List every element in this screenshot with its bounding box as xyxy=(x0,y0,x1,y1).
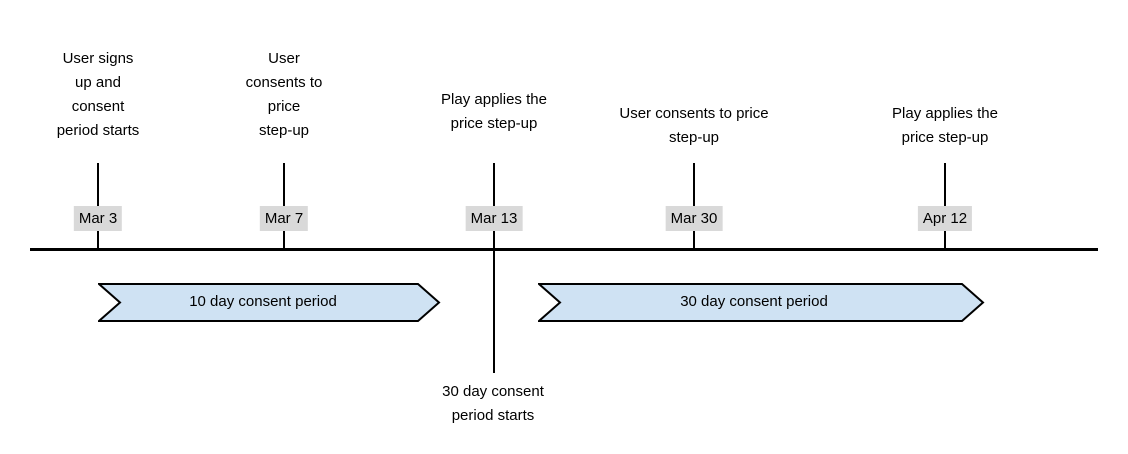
event-date-badge: Mar 30 xyxy=(665,206,723,231)
consent-period-arrow-shape xyxy=(538,283,985,322)
consent-start-note: 30 day consent period starts xyxy=(442,383,544,424)
event-tick-line-extended xyxy=(493,163,495,373)
event-date-badge: Mar 7 xyxy=(259,206,309,231)
event-date-badge: Mar 13 xyxy=(465,206,523,231)
event-label: User signs up and consent period starts xyxy=(56,50,140,139)
event-label: Play applies the price step-up xyxy=(441,91,547,132)
consent-period-label: 30 day consent period xyxy=(680,293,828,310)
event-label: Play applies the price step-up xyxy=(892,105,998,146)
consent-period-arrow-shape xyxy=(98,283,441,322)
event-date-badge: Mar 3 xyxy=(73,206,123,231)
event-date-badge: Apr 12 xyxy=(917,206,973,231)
event-label: User consents to price step-up xyxy=(619,105,769,146)
event-label: User consents to price step-up xyxy=(245,50,323,139)
timeline-axis xyxy=(30,248,1098,251)
consent-period-label: 10 day consent period xyxy=(189,293,337,310)
